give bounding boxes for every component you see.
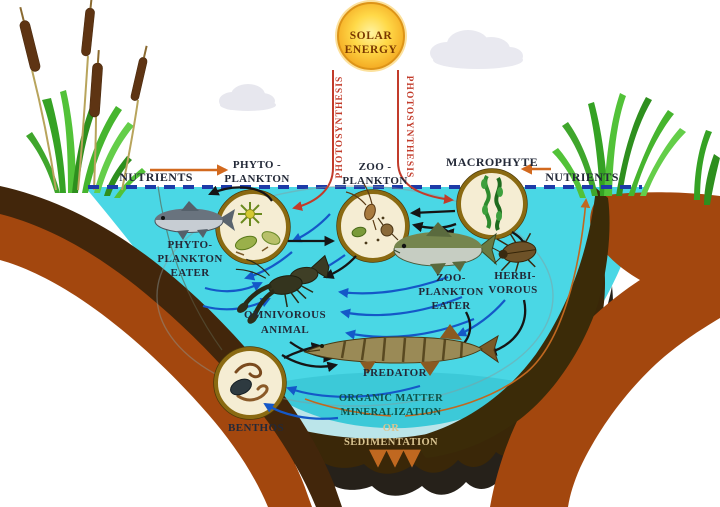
grass-left [26,90,146,198]
phytoplankton-label: PLANKTON [224,173,289,185]
mineralization-label: MINERALIZATION [340,407,441,418]
nutrient-return-line-right [404,198,591,417]
omnivorous-label: OMNIVOROUS [244,309,326,321]
zooplankton-eater-fish-icon [393,222,497,276]
predator-label: PREDATOR [363,367,428,379]
left-bank-dark [0,186,342,507]
photosynthesis-line-right [397,70,454,205]
nutrient-cycle-ring [156,185,554,407]
sun: SOLAR ENERGY [335,0,407,72]
herbivorous-label: HERBI- [494,270,536,282]
nutrients-right-label: NUTRIENTS [545,170,619,184]
benthos-label: BENTHOS [228,422,284,434]
zooplankton-icon [345,183,399,245]
predator-fish-icon [303,324,499,376]
zoo-eater-label: EATER [431,300,471,312]
cattail-icon [19,0,148,191]
phytoplankton-eater-fish-icon [154,201,235,240]
photosynthesis-label-left: PHOTOSYNTHESIS [335,76,345,179]
sun-label: SOLAR [350,30,393,42]
herbivorous-beetle-icon [491,232,537,272]
phyto-eater-label: PHYTO- [168,239,213,251]
cloud-icon [219,84,276,111]
sedimentation-label: SEDIMENTATION [344,437,438,448]
phyto-eater-label: EATER [170,267,210,279]
zooplankton-label: ZOO - [359,161,392,173]
zooplankton-circle [336,183,410,263]
benthos-icon [230,362,269,402]
photosynthesis-line-left [292,70,334,211]
right-bank-dark [419,188,610,458]
nutrient-return-line-left [157,185,223,351]
sun-label: ENERGY [345,44,398,56]
macrophyte-icon [481,174,503,231]
phytoplankton-icon [234,202,281,256]
zoo-eater-label: PLANKTON [418,286,483,298]
organic-matter-label: ORGANIC MATTER [339,393,443,404]
cloud-icon [430,30,523,69]
herbivorous-label: VOROUS [488,284,537,296]
phyto-eater-label: PLANKTON [157,253,222,265]
phytoplankton-label: PHYTO - [233,159,281,171]
benthos-circle [213,346,287,420]
nutrients-left-label: NUTRIENTS [119,170,193,184]
omnivorous-crayfish-icon [235,254,330,324]
sedimentation-arrows [369,449,421,468]
zooplankton-label: PLANKTON [342,175,407,187]
macrophyte-label: MACROPHYTE [446,155,538,169]
macrophyte-circle [456,168,528,240]
or-label: OR [383,423,400,434]
right-bank-rust [490,192,720,507]
omnivorous-label: ANIMAL [261,324,309,336]
phytoplankton-circle [215,189,291,265]
left-bank-rust [0,208,312,507]
grass-right [552,93,720,205]
zoo-eater-label: ZOO- [436,272,466,284]
photosynthesis-label-right: PHOTOSYNTHESIS [404,76,414,179]
mineralization-line-left [304,398,392,417]
